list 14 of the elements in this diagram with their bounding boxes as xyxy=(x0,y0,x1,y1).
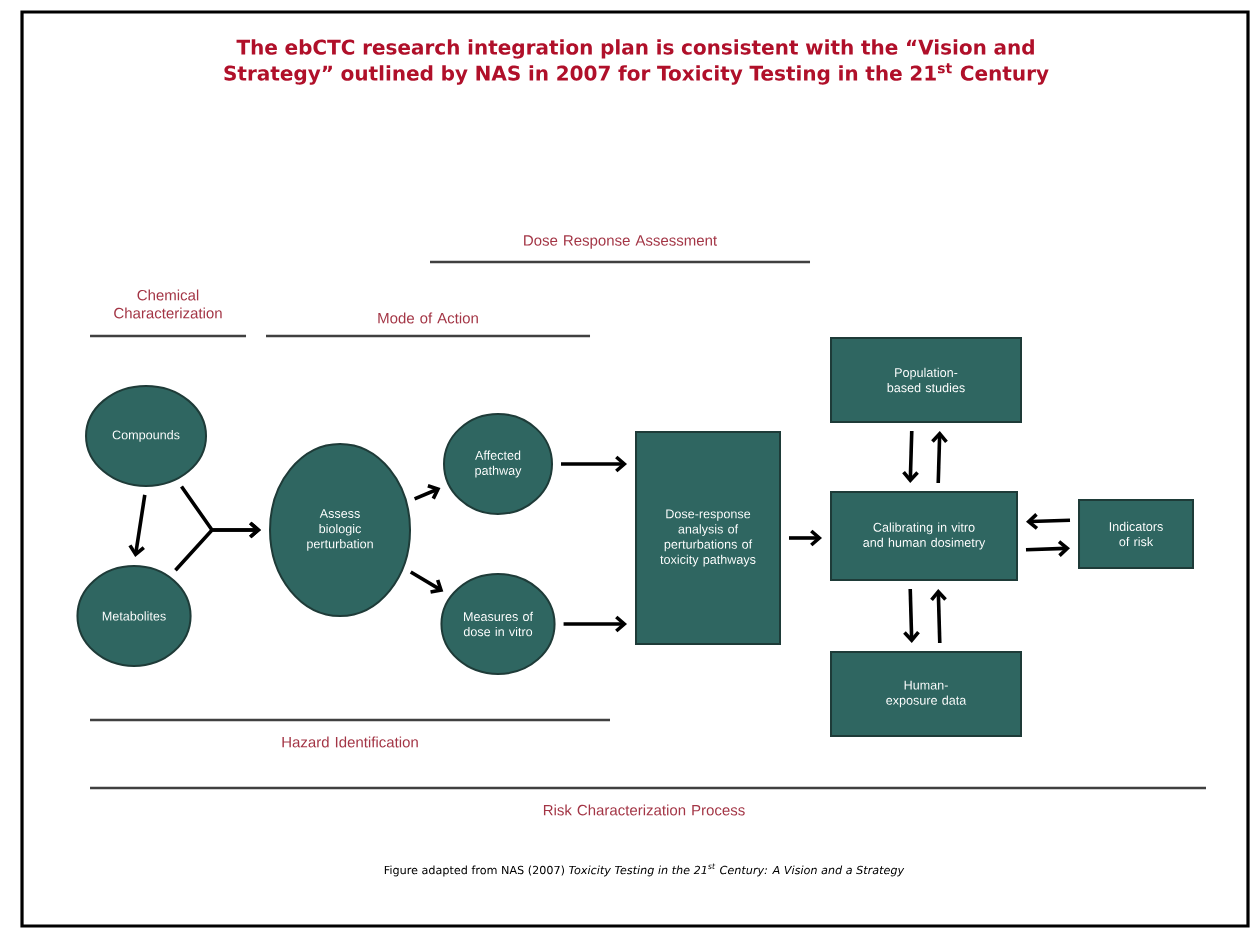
arrow xyxy=(561,455,627,473)
arrow xyxy=(1026,513,1071,530)
arrow xyxy=(409,570,444,594)
arrow xyxy=(413,484,441,501)
arrow xyxy=(174,521,261,572)
arrow xyxy=(930,588,947,644)
slide-title: The ebCTC research integration plan is consistent with the “Vision and Strategy” outlined by NAS in 2007 for Toxicity Testing in the 21$^{st}$ Century xyxy=(224,39,1049,85)
arrow xyxy=(563,615,627,633)
arrow xyxy=(128,494,147,558)
arrow xyxy=(1025,540,1070,557)
arrow xyxy=(789,529,822,547)
arrow xyxy=(902,430,919,483)
arrow xyxy=(903,588,920,643)
arrow xyxy=(931,431,948,484)
